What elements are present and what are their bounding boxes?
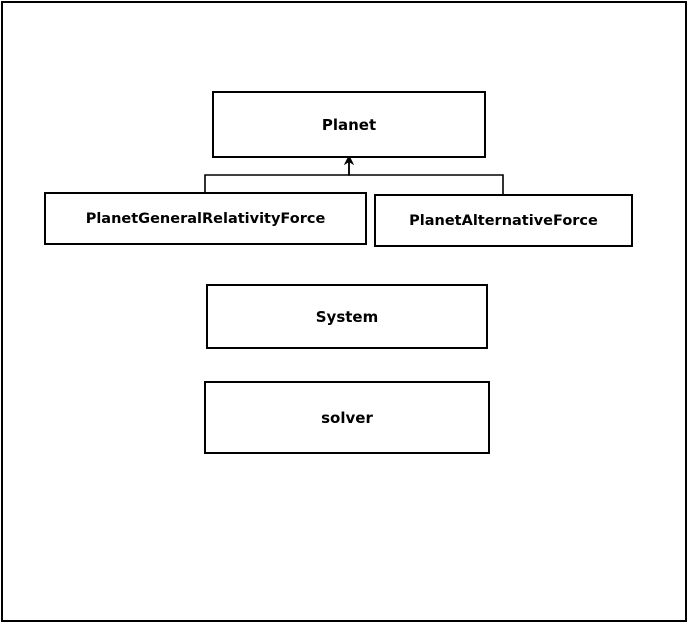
planet-class-box[interactable]: Planet	[212, 91, 486, 158]
system-class-box[interactable]: System	[206, 284, 488, 349]
solver-class-label: solver	[321, 408, 373, 427]
planet-general-relativity-force-class-label: PlanetGeneralRelativityForce	[85, 210, 326, 227]
system-class-label: System	[315, 307, 379, 326]
planet-alternative-force-class-label: PlanetAlternativeForce	[409, 212, 598, 229]
solver-class-box[interactable]: solver	[204, 381, 490, 454]
planet-general-relativity-force-class-box[interactable]: PlanetGeneralRelativityForce	[44, 192, 367, 245]
planet-class-label: Planet	[321, 115, 377, 134]
planet-alternative-force-class-box[interactable]: PlanetAlternativeForce	[374, 194, 633, 247]
